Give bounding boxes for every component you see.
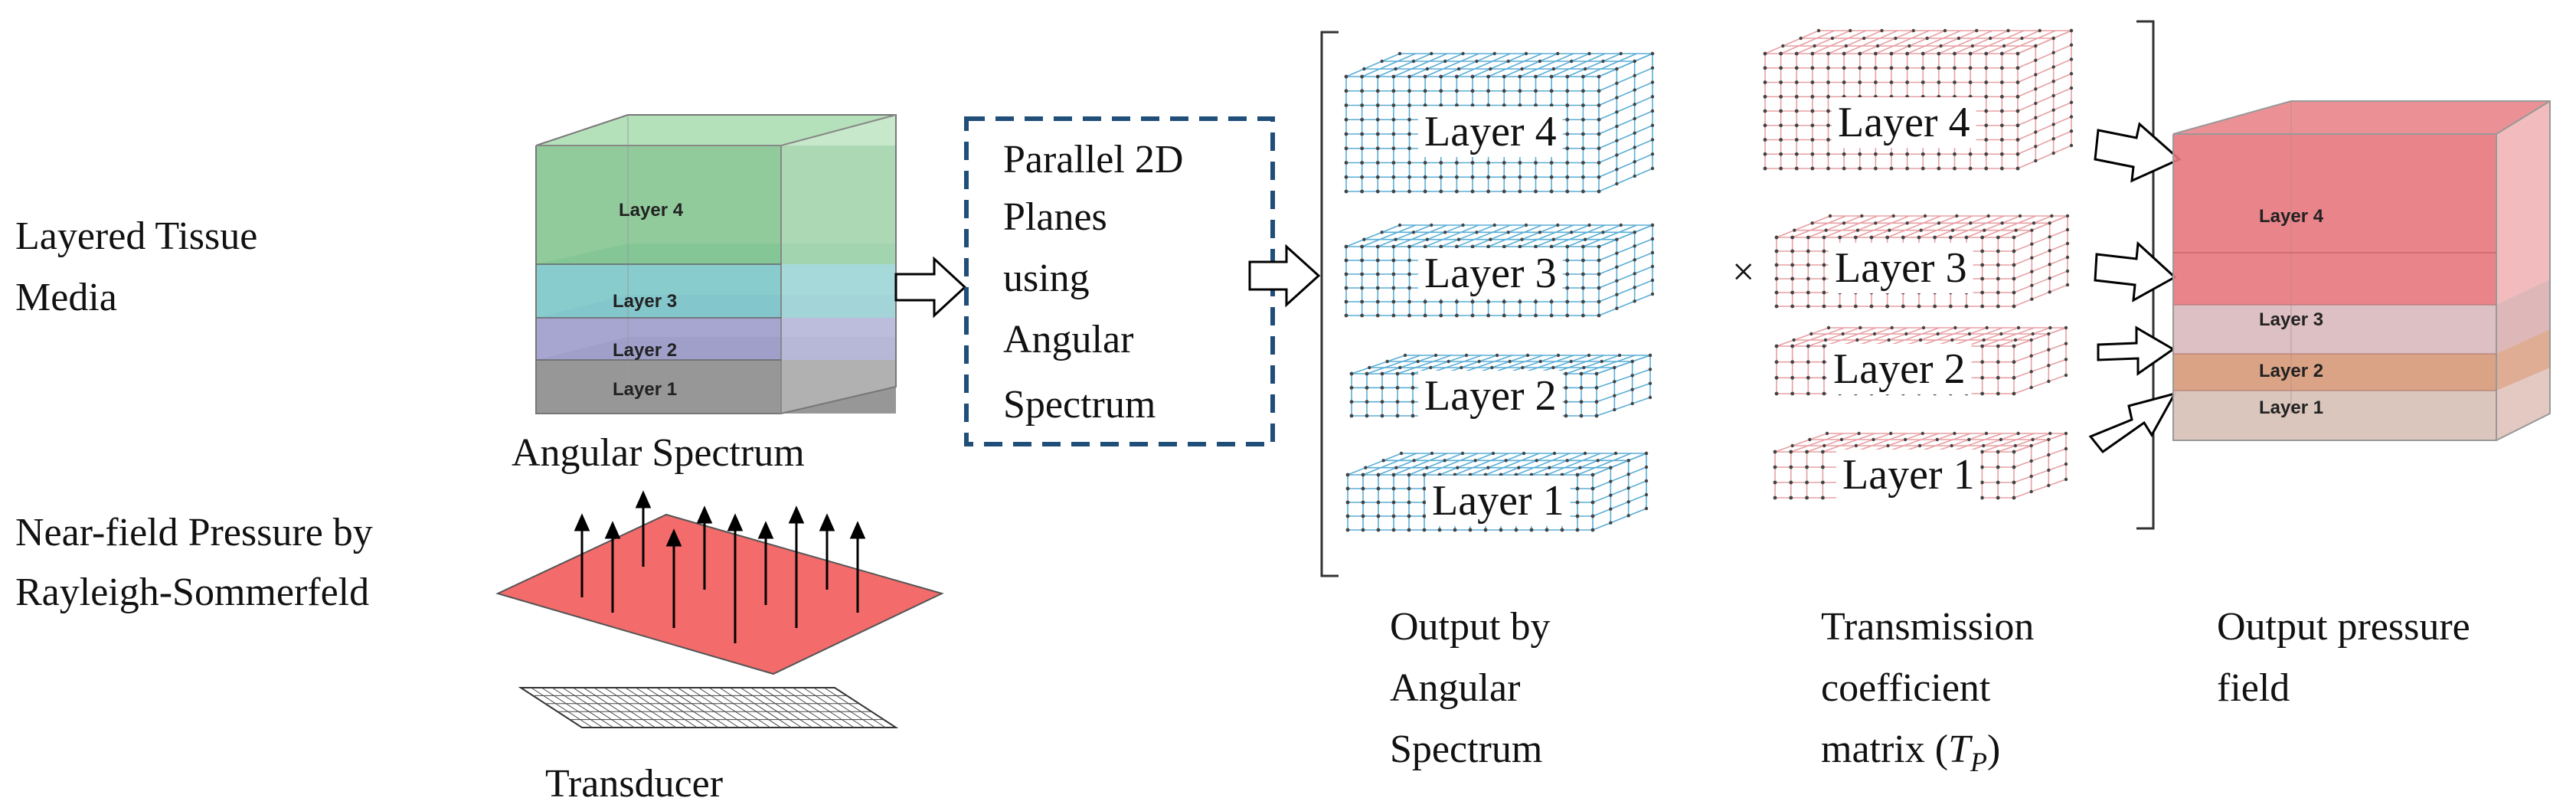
tp-caption-line1: Transmission: [1821, 605, 2034, 649]
tp-grid-layer3: [1774, 214, 2070, 309]
transducer-label: Transducer: [545, 762, 723, 806]
pressure-plane: [495, 513, 944, 675]
output-caption-line2: field: [2217, 666, 2290, 710]
matrix-left-bracket: [1320, 31, 1339, 577]
tissue-stack: Layer 4 Layer 3 Layer 2 Layer 1: [535, 114, 897, 414]
tp-grid-layer4: [1763, 28, 2074, 171]
output-caption-line1: Output pressure: [2217, 605, 2470, 649]
nearfield-label-line2: Rayleigh-Sommerfeld: [15, 571, 369, 614]
tp-caption-symbol: T: [1948, 728, 1973, 771]
output-label-layer4: Layer 4: [2259, 206, 2324, 227]
stack-label-layer4: Layer 4: [619, 200, 684, 221]
grid-label-backdrop: [1829, 243, 1973, 293]
arrow-to-as-grids: [1248, 244, 1321, 308]
as-grid-layer4: [1344, 51, 1655, 194]
arrows-to-output: [2088, 122, 2182, 454]
process-box-line5: Spectrum: [1003, 383, 1156, 427]
stack-label-layer2: Layer 2: [613, 340, 677, 361]
process-box-line4: Angular: [1003, 318, 1133, 361]
as-caption-line2: Angular: [1390, 666, 1520, 710]
stack-label-layer3: Layer 3: [613, 291, 677, 312]
grid-label-backdrop: [1836, 450, 1981, 500]
as-grid-label-layer4: Layer 4: [1424, 108, 1557, 155]
nearfield-label-line1: Near-field Pressure by: [15, 511, 373, 554]
grid-label-backdrop: [1418, 106, 1563, 157]
tp-grids-group: [1763, 28, 2074, 500]
as-grid-label-layer3: Layer 3: [1424, 250, 1557, 297]
grid-label-backdrop: [1832, 97, 1976, 148]
output-stack: Layer 4 Layer 3 Layer 2 Layer 1: [2172, 100, 2551, 441]
as-grid-label-layer2: Layer 2: [1424, 372, 1557, 420]
tp-grid-label-layer1: Layer 1: [1842, 451, 1975, 499]
tp-grid-label-layer4: Layer 4: [1838, 99, 1970, 146]
multiply-symbol: ×: [1732, 250, 1754, 294]
tp-caption-line3: matrix (TP): [1821, 728, 2000, 777]
output-label-layer3: Layer 3: [2259, 309, 2323, 330]
process-box-line3: using: [1003, 257, 1090, 300]
pressure-arrows: [574, 490, 866, 643]
as-grid-label-layer1: Layer 1: [1432, 477, 1564, 525]
angular-spectrum-label: Angular Spectrum: [512, 431, 805, 475]
tp-caption-matrix: matrix (: [1821, 728, 1948, 771]
tp-caption-close: ): [1987, 728, 2000, 771]
as-caption-line3: Spectrum: [1390, 728, 1542, 771]
tp-grid-label-layer2: Layer 2: [1833, 345, 1966, 393]
grid-label-backdrop: [1827, 344, 1972, 394]
output-label-layer1: Layer 1: [2259, 397, 2323, 418]
as-grids-group: [1344, 51, 1655, 532]
tissue-label-line1: Layered Tissue: [15, 214, 257, 258]
tp-grid-label-layer3: Layer 3: [1835, 244, 1967, 292]
tp-caption-subscript: P: [1970, 747, 1987, 777]
as-caption-line1: Output by: [1390, 605, 1550, 649]
output-label-layer2: Layer 2: [2259, 361, 2323, 381]
grid-label-backdrop: [1418, 248, 1563, 299]
tp-caption-line2: coefficient: [1821, 666, 1991, 710]
arrow-to-process-box: [894, 256, 967, 319]
transducer-grid-lines: [531, 687, 886, 728]
stack-label-layer1: Layer 1: [613, 379, 677, 400]
process-box-line2: Planes: [1003, 195, 1107, 239]
tissue-label-line2: Media: [15, 276, 117, 319]
process-box-line1: Parallel 2D: [1003, 138, 1183, 181]
grid-label-backdrop: [1426, 476, 1571, 526]
grid-label-backdrop: [1418, 371, 1563, 421]
